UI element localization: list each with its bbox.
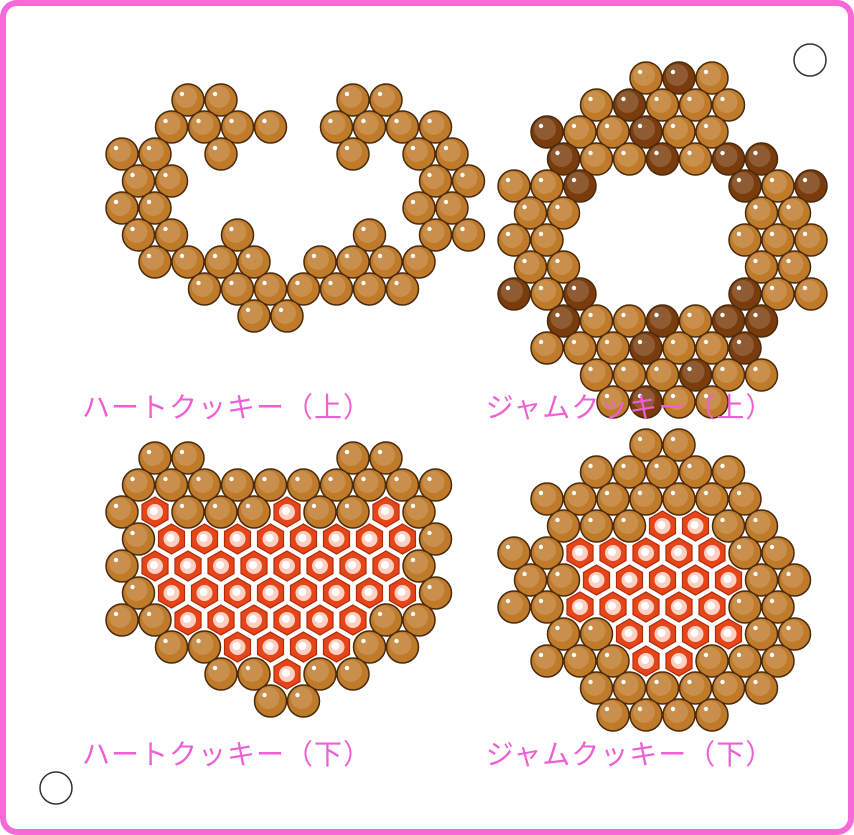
cookie-bead [189, 273, 221, 305]
cookie-bead [387, 631, 419, 663]
jam-bead [647, 143, 679, 175]
cookie-bead [614, 143, 646, 175]
cookie-bead [337, 138, 369, 170]
cookie-bead [531, 332, 563, 364]
cookie-bead [255, 111, 287, 143]
cookie-bead [696, 699, 728, 731]
cookie-bead [581, 510, 613, 542]
cookie-bead [498, 591, 530, 623]
cookie-bead [387, 273, 419, 305]
cookie-bead [205, 138, 237, 170]
cookie-bead [663, 699, 695, 731]
alignment-hole-top-right [794, 44, 826, 76]
caption-jam-bottom: ジャムクッキー（下） [470, 733, 790, 773]
cookie-bead [453, 219, 485, 251]
cookie-bead [630, 699, 662, 731]
cookie-bead [205, 496, 237, 528]
cookie-bead [288, 685, 320, 717]
cookie-bead [172, 496, 204, 528]
cookie-bead [139, 246, 171, 278]
cookie-bead [680, 143, 712, 175]
cookie-bead [337, 658, 369, 690]
alignment-hole-bottom-left [40, 772, 72, 804]
jam-bead [498, 278, 530, 310]
cookie-bead [156, 631, 188, 663]
caption-heart-bottom: ハートクッキー（下） [67, 733, 387, 773]
cookie-bead [614, 510, 646, 542]
cookie-bead [746, 672, 778, 704]
cookie-bead [106, 604, 138, 636]
cookie-bead [354, 273, 386, 305]
cookie-bead [531, 645, 563, 677]
caption-jam-top: ジャムクッキー（上） [470, 386, 790, 426]
caption-heart-top: ハートクッキー（上） [67, 386, 387, 426]
cookie-bead [238, 496, 270, 528]
cookie-bead [205, 658, 237, 690]
cookie-bead [663, 483, 695, 515]
cookie-bead [255, 685, 287, 717]
cookie-bead [795, 278, 827, 310]
cookie-bead [271, 300, 303, 332]
cookie-bead [337, 496, 369, 528]
cookie-bead [304, 496, 336, 528]
cookie-bead [321, 273, 353, 305]
cookie-bead [238, 300, 270, 332]
cookie-bead [597, 699, 629, 731]
